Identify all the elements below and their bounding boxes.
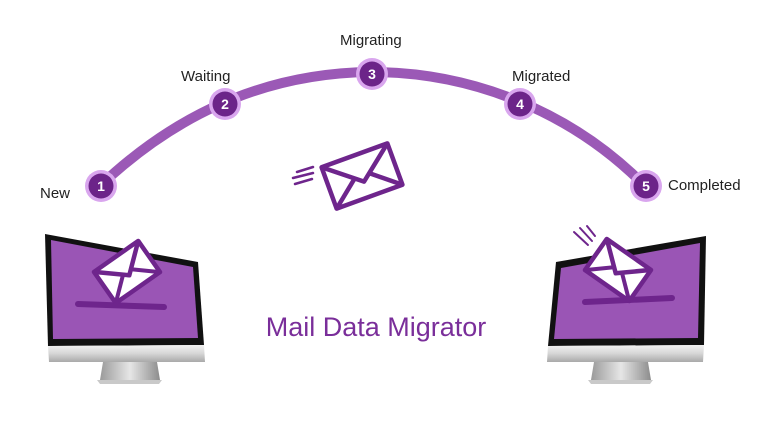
envelope-icon <box>91 238 163 306</box>
step-node-3: 3 <box>356 58 388 90</box>
step-node-4: 4 <box>504 88 536 120</box>
step-node-5: 5 <box>630 170 662 202</box>
envelope-icon <box>582 236 654 304</box>
flying-envelope-icon <box>291 141 405 211</box>
step-label-completed: Completed <box>668 177 741 194</box>
step-number: 1 <box>97 178 105 194</box>
app-title: Mail Data Migrator <box>266 312 487 342</box>
step-number: 4 <box>516 96 524 112</box>
step-number: 5 <box>642 178 650 194</box>
step-label-new: New <box>40 185 70 202</box>
step-label-waiting: Waiting <box>181 68 230 85</box>
speed-lines-icon <box>573 225 596 246</box>
step-number: 2 <box>221 96 229 112</box>
step-node-2: 2 <box>209 88 241 120</box>
step-label-migrating: Migrating <box>340 32 402 49</box>
step-node-1: 1 <box>85 170 117 202</box>
destination-computer-icon <box>547 225 706 384</box>
step-number: 3 <box>368 66 376 82</box>
source-computer-icon <box>45 234 205 384</box>
speed-lines-icon <box>291 165 315 186</box>
step-label-migrated: Migrated <box>512 68 570 85</box>
